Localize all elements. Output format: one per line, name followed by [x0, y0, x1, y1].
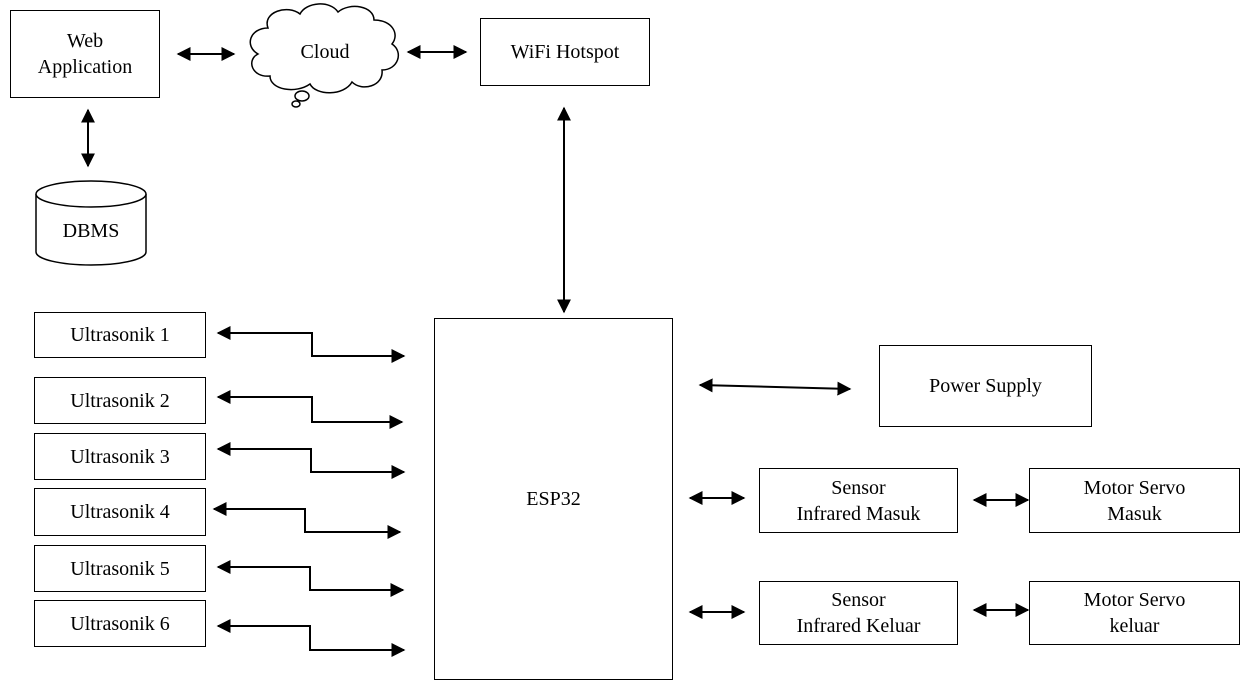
dbms-cylinder-shape [35, 180, 147, 266]
cloud-node: Cloud [270, 36, 380, 68]
ultrasonik-3-node: Ultrasonik 3 [34, 433, 206, 480]
ultrasonik-2-node: Ultrasonik 2 [34, 377, 206, 424]
power-supply-node: Power Supply [879, 345, 1092, 427]
arrow-ultrasonik-6 [216, 619, 406, 657]
esp32-label: ESP32 [526, 488, 581, 510]
sensor-infrared-masuk-node: Sensor Infrared Masuk [759, 468, 958, 533]
wifi-hotspot-label: WiFi Hotspot [510, 41, 620, 63]
wifi-hotspot-node: WiFi Hotspot [480, 18, 650, 86]
web-application-node: Web Application [10, 10, 160, 98]
cloud-label: Cloud [300, 41, 350, 63]
ultrasonik-6-label: Ultrasonik 6 [70, 612, 170, 635]
dbms-label: DBMS [62, 220, 120, 242]
arrow-ultrasonik-2 [216, 390, 404, 429]
ultrasonik-3-label: Ultrasonik 3 [70, 445, 170, 468]
ultrasonik-5-label: Ultrasonik 5 [70, 557, 170, 580]
sensor-infrared-keluar-label: Sensor Infrared Keluar [796, 589, 921, 637]
arrow-ultrasonik-5 [216, 560, 405, 597]
motor-servo-keluar-label: Motor Servo keluar [1083, 589, 1186, 637]
arrow-ultrasonik-3 [216, 442, 406, 479]
sensor-infrared-keluar-node: Sensor Infrared Keluar [759, 581, 958, 645]
ultrasonik-1-node: Ultrasonik 1 [34, 312, 206, 358]
power-supply-label: Power Supply [929, 375, 1042, 397]
ultrasonik-4-label: Ultrasonik 4 [70, 501, 170, 523]
dbms-node: DBMS [36, 216, 146, 246]
ultrasonik-4-node: Ultrasonik 4 [34, 488, 206, 536]
motor-servo-masuk-node: Motor Servo Masuk [1029, 468, 1240, 533]
motor-servo-keluar-node: Motor Servo keluar [1029, 581, 1240, 645]
ultrasonik-5-node: Ultrasonik 5 [34, 545, 206, 592]
cloud-shape [249, 3, 400, 108]
ultrasonik-1-label: Ultrasonik 1 [70, 324, 170, 346]
arrow-ultrasonik-4 [212, 502, 402, 539]
esp32-node: ESP32 [434, 318, 673, 680]
motor-servo-masuk-label: Motor Servo Masuk [1083, 476, 1186, 525]
sensor-infrared-masuk-label: Sensor Infrared Masuk [796, 476, 921, 525]
ultrasonik-6-node: Ultrasonik 6 [34, 600, 206, 647]
web-application-label: Web Application [37, 30, 133, 78]
arrow-ultrasonik-1 [216, 326, 406, 363]
arrow-esp32-power [698, 378, 852, 396]
ultrasonik-2-label: Ultrasonik 2 [70, 389, 170, 412]
